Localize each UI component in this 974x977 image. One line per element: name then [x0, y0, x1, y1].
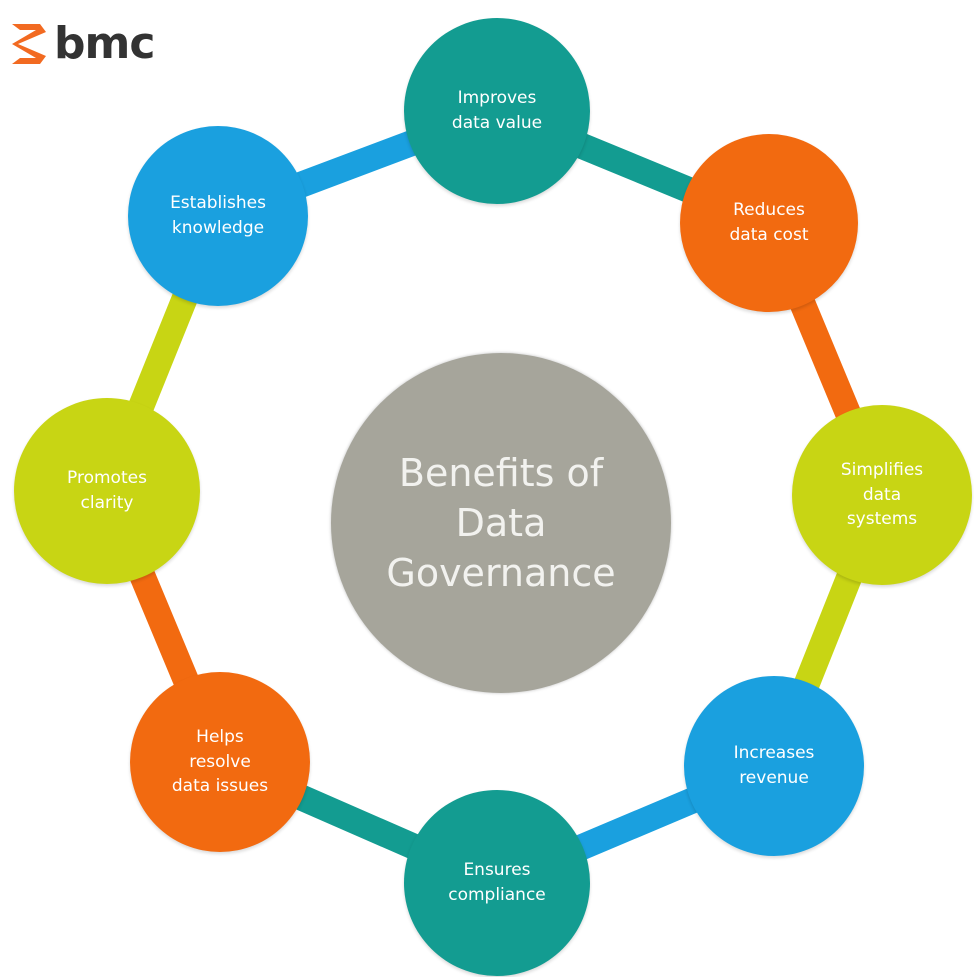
bmc-logo: bmc [6, 18, 155, 70]
bmc-logo-icon [12, 24, 46, 64]
node-reduces-data-cost: Reduces data cost [680, 134, 858, 312]
node-label: Ensures compliance [448, 860, 546, 905]
node-label: Improves data value [451, 88, 543, 133]
node-label: Helps resolve data issues [171, 727, 269, 797]
node-promotes-clarity: Promotes clarity [14, 398, 200, 584]
node-simplifies-data-systems: Simplifies data systems [792, 405, 972, 585]
node-increases-revenue: Increases revenue [684, 676, 864, 856]
logo-text: bmc [54, 18, 155, 69]
node-helps-resolve-data-issues: Helps resolve data issues [130, 672, 310, 852]
node-establishes-knowledge: Establishes knowledge [128, 126, 308, 306]
node-improves-data-value: Improves data value [404, 18, 590, 204]
node-label: Reduces data cost [729, 200, 809, 245]
node-ensures-compliance: Ensures compliance [404, 790, 590, 976]
node-label: Establishes knowledge [170, 193, 266, 238]
node-label: Increases revenue [733, 743, 815, 788]
node-label: Simplifies data systems [840, 460, 924, 530]
center-title: Benefits of Data Governance [386, 450, 616, 596]
center-circle: Benefits of Data Governance [331, 353, 671, 693]
node-label: Promotes clarity [67, 468, 147, 513]
